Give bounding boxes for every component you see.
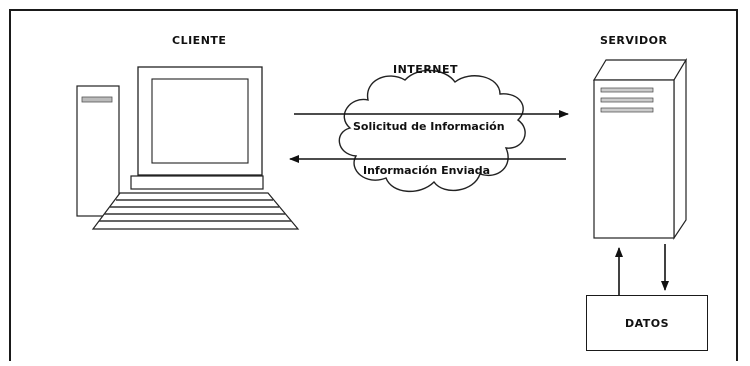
server-tower-icon — [592, 57, 688, 240]
client-tower-icon — [76, 85, 120, 217]
datos-label: DATOS — [624, 316, 670, 330]
client-monitor-icon — [130, 66, 264, 190]
internet-cloud-icon — [338, 69, 526, 193]
datos-box: DATOS — [586, 295, 708, 351]
response-label: Información Enviada — [363, 164, 491, 177]
diagram-frame — [9, 9, 738, 361]
client-label: CLIENTE — [172, 34, 227, 47]
client-keyboard-icon — [91, 192, 300, 230]
server-label: SERVIDOR — [600, 34, 668, 47]
internet-label: INTERNET — [393, 63, 459, 76]
request-label: Solicitud de Información — [353, 120, 505, 133]
